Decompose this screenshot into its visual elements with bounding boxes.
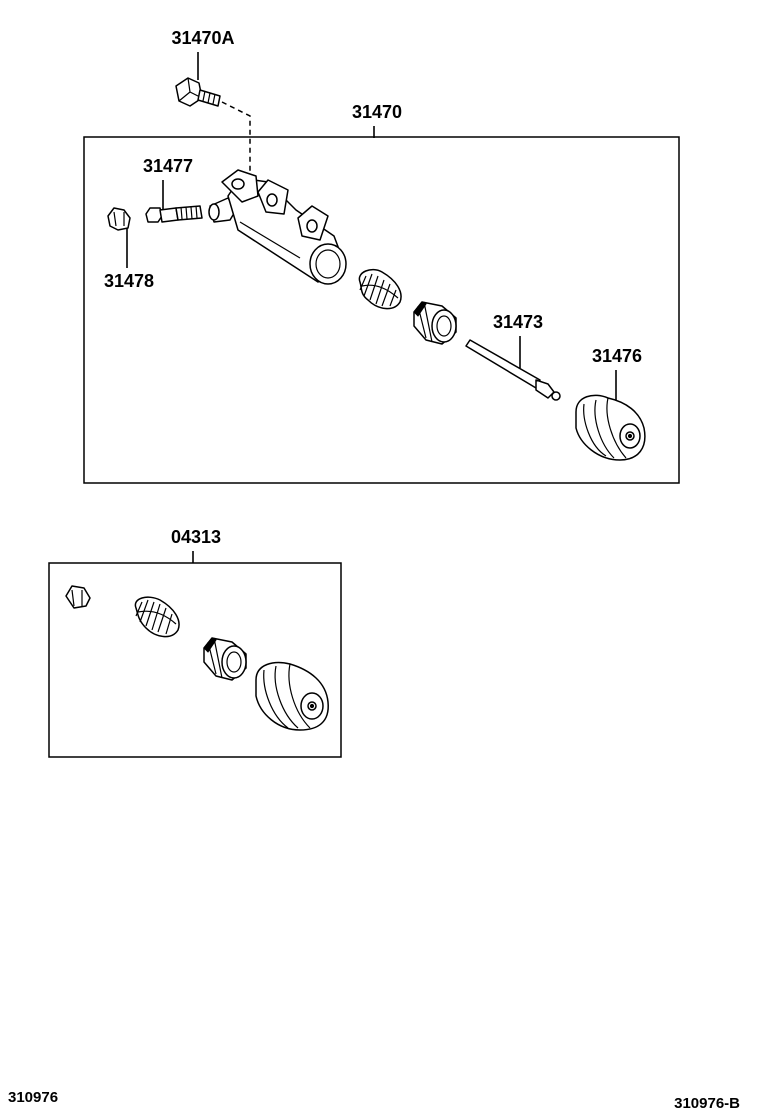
bolt-icon[interactable] bbox=[175, 77, 221, 107]
callout-31477[interactable]: 31477 bbox=[143, 156, 193, 176]
kit-piston-icon[interactable] bbox=[203, 637, 247, 681]
footer-code-left: 310976 bbox=[8, 1089, 58, 1106]
leader-lines bbox=[126, 52, 617, 563]
callout-31476[interactable]: 31476 bbox=[592, 346, 642, 366]
bleeder-plug-icon[interactable] bbox=[145, 205, 203, 223]
callout-31470a[interactable]: 31470A bbox=[171, 28, 234, 48]
piston-icon[interactable] bbox=[413, 301, 457, 345]
kit-cap-icon[interactable] bbox=[65, 585, 91, 609]
release-cylinder-icon[interactable] bbox=[208, 169, 347, 285]
push-rod-icon[interactable] bbox=[465, 339, 561, 401]
kit-box-04313 bbox=[48, 562, 342, 758]
callout-04313[interactable]: 04313 bbox=[171, 527, 221, 547]
boot-icon[interactable] bbox=[575, 394, 646, 461]
kit-spring-icon[interactable] bbox=[134, 596, 180, 638]
bleeder-cap-icon[interactable] bbox=[107, 207, 131, 231]
footer-code-right: 310976-B bbox=[674, 1095, 740, 1112]
kit-boot-icon[interactable] bbox=[255, 661, 329, 731]
assembly-box-31470 bbox=[83, 136, 680, 484]
callout-31478[interactable]: 31478 bbox=[104, 271, 154, 291]
callout-31470[interactable]: 31470 bbox=[352, 102, 402, 122]
callout-31473[interactable]: 31473 bbox=[493, 312, 543, 332]
spring-icon[interactable] bbox=[358, 268, 402, 310]
